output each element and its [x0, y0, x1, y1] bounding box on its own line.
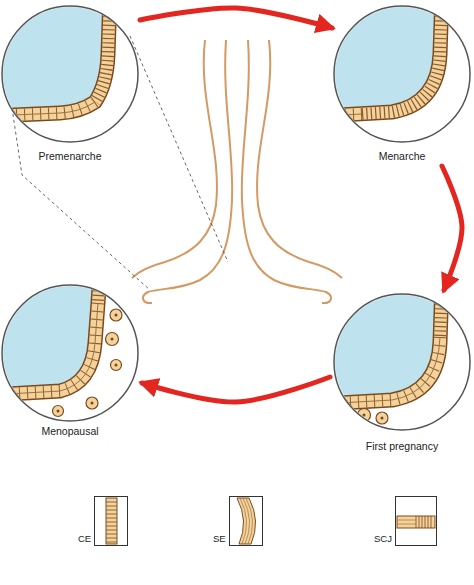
cycle-arrow — [142, 377, 330, 402]
stage-circle: Premenarche — [0, 4, 140, 162]
legend-item: CE — [78, 496, 128, 546]
legend-label: SCJ — [374, 533, 392, 546]
stage-label: Menopausal — [0, 425, 140, 437]
legend-swatch — [94, 496, 128, 546]
cycle-arrow — [140, 8, 332, 28]
stage-circle: First pregnancy — [332, 292, 472, 452]
tissue-section — [322, 282, 470, 430]
legend-item: SE — [213, 496, 263, 546]
circle-outline — [332, 4, 472, 144]
cycle-arrow — [442, 166, 462, 290]
stage-label: Premenarche — [0, 150, 140, 162]
stage-circle: Menopausal — [0, 283, 140, 437]
legend-label: SE — [213, 533, 226, 546]
tissue-section — [0, 273, 138, 421]
legend-swatch — [229, 496, 263, 546]
stage-label: Menarche — [332, 150, 472, 162]
circle-outline — [0, 4, 140, 144]
circle-outline — [2, 6, 138, 142]
cervix-outline — [132, 40, 342, 303]
stage-circle: Menarche — [332, 4, 472, 162]
tissue-section — [322, 0, 470, 142]
stage-label: First pregnancy — [332, 440, 472, 452]
legend-item: SCJ — [374, 496, 437, 546]
circle-outline — [334, 6, 470, 142]
circle-outline — [0, 283, 140, 423]
legend-swatch — [395, 496, 437, 546]
legend-label: CE — [78, 533, 91, 546]
circle-outline — [2, 285, 138, 421]
circle-outline — [334, 294, 470, 430]
circle-outline — [332, 292, 472, 432]
tissue-section — [0, 0, 138, 142]
